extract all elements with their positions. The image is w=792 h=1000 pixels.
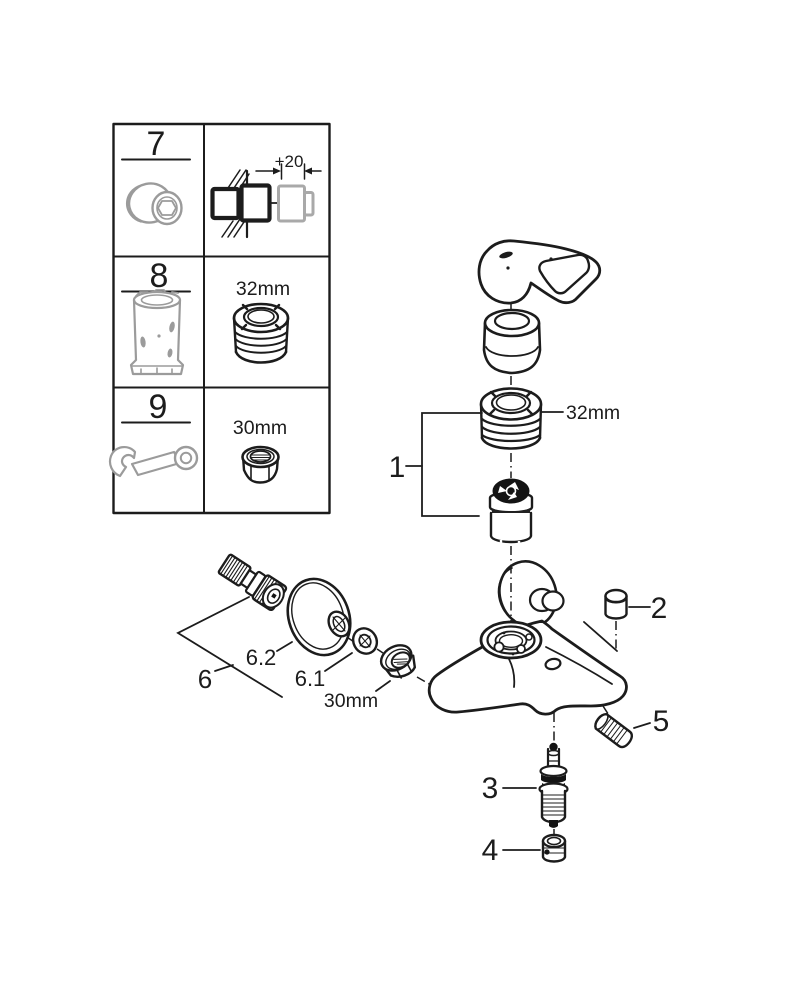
- table-row-7: 7: [121, 125, 322, 239]
- table-outer-border: [112, 122, 331, 515]
- socket-tool-icon: [129, 289, 185, 376]
- ring-nut-32mm-icon: 32mm: [232, 278, 290, 364]
- diverter-part-3: 3: [482, 713, 569, 828]
- faucet-body: [427, 619, 628, 716]
- washer: [351, 627, 379, 655]
- callout-4: 4: [482, 834, 499, 867]
- row-9-number: 9: [149, 388, 168, 426]
- handle-logo-slot: [499, 251, 513, 259]
- callout-6-2: 6.2: [246, 645, 277, 670]
- ring-size-label: 32mm: [566, 402, 620, 424]
- plug-part-2: 2: [583, 588, 668, 652]
- parts-table: 7: [108, 122, 331, 515]
- spec-32mm-label: 32mm: [236, 278, 290, 300]
- s-union: [217, 553, 288, 612]
- ring-notches: [488, 390, 534, 416]
- valve-neck-cylinder: [528, 587, 565, 613]
- plus-20-dimension: +20: [255, 152, 322, 180]
- wall-mount-extension-diagram: +20: [210, 152, 322, 239]
- dim-32mm: 32mm: [541, 402, 620, 424]
- handle-cap: [482, 308, 542, 375]
- row-8-number: 8: [150, 257, 169, 295]
- spec-30mm-label: 30mm: [233, 417, 287, 439]
- cartridge: [488, 478, 534, 545]
- table-row-8: 8 32mm: [121, 257, 290, 376]
- callout-6-group: 6 6.2 6.1 30mm: [176, 596, 391, 712]
- lever-handle: [477, 239, 602, 305]
- nut-size-label: 30mm: [324, 690, 378, 712]
- screw-plug-part-5: 5: [594, 705, 670, 749]
- cartridge-seat: [479, 620, 543, 660]
- callout-1-bracket: 1: [389, 412, 483, 517]
- union-group: 6 6.2 6.1 30mm: [176, 553, 432, 712]
- plus-20-label: +20: [275, 152, 304, 171]
- exploded-view: 32mm 1: [176, 239, 670, 867]
- callout-5: 5: [653, 705, 670, 738]
- escutcheon: [286, 577, 352, 657]
- callout-1: 1: [389, 451, 406, 484]
- deck-hole: [544, 657, 562, 671]
- hex-nut-30mm-icon: 30mm: [233, 417, 287, 484]
- table-row-9: 9 30mm: [108, 388, 287, 484]
- callout-6-1: 6.1: [295, 666, 326, 691]
- callout-3: 3: [482, 772, 499, 805]
- wall-fitting: [210, 183, 278, 223]
- retaining-ring-32mm: [479, 387, 543, 450]
- callout-6: 6: [198, 664, 212, 694]
- extension-piece: [277, 184, 315, 223]
- row-7-number: 7: [147, 125, 166, 163]
- check-valve-part-4: 4: [482, 829, 567, 867]
- extension-nipple-icon: [125, 182, 183, 226]
- callout-2: 2: [651, 592, 668, 625]
- union-nut-30mm: [379, 644, 417, 679]
- open-end-wrench-icon: [108, 445, 199, 478]
